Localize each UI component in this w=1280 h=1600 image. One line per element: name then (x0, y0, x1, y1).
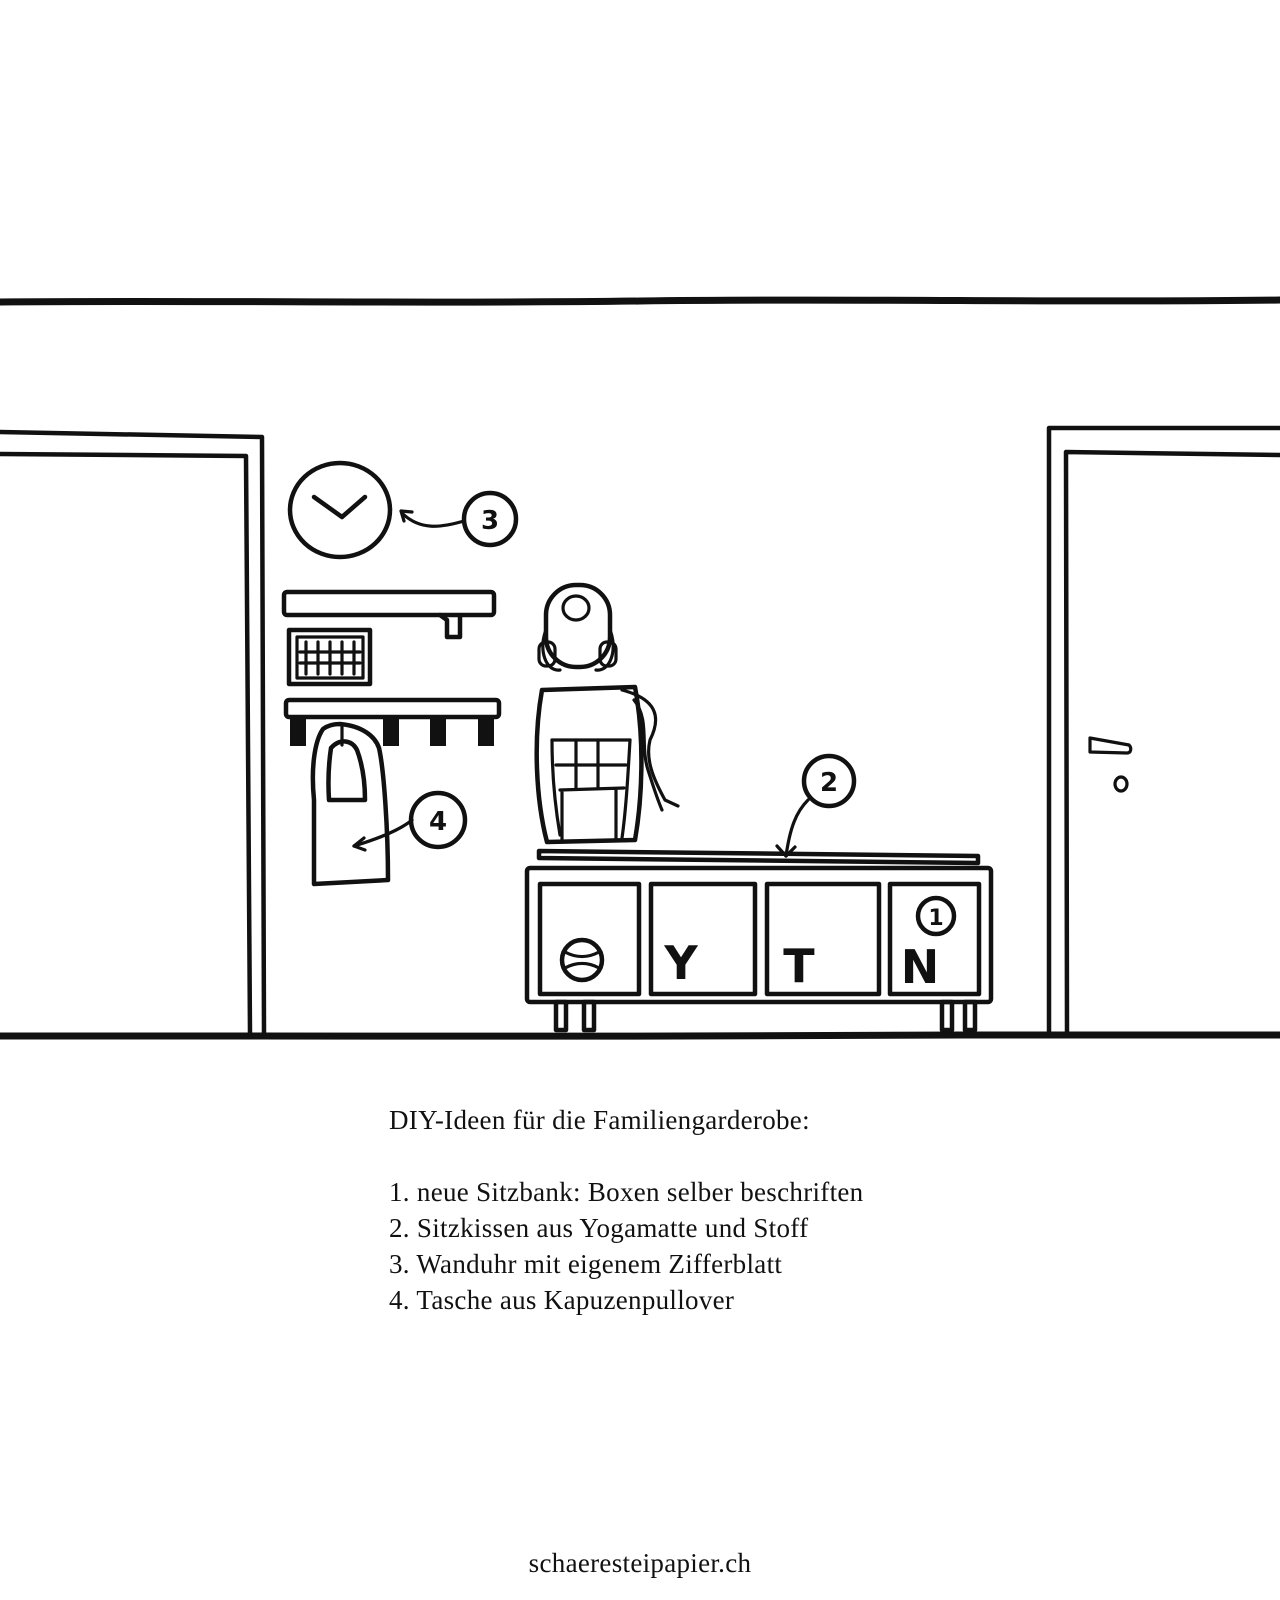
hook-rail (283, 697, 502, 746)
ball-icon (559, 937, 605, 983)
backpack (534, 582, 680, 845)
floor-line (0, 1031, 1280, 1040)
headphones-icon (537, 628, 618, 672)
bench-cushion (536, 848, 981, 866)
upper-shelf (281, 589, 497, 640)
idea-item-3: 3. Wanduhr mit eigenem Zifferblatt (389, 1249, 783, 1279)
box-letter-y: Y (663, 936, 698, 990)
idea-item-2: 2. Sitzkissen aus Yogamatte und Stoff (389, 1213, 809, 1243)
caption-title: DIY-Ideen für die Familiengarderobe: (389, 1105, 810, 1135)
callout-2: 2 (775, 753, 857, 858)
callout-3: 3 (399, 490, 519, 548)
callout-1-label: 1 (928, 906, 943, 931)
footer-site-link[interactable]: schaeresteipapier.ch (528, 1548, 752, 1578)
callout-2-label: 2 (820, 768, 838, 798)
idea-item-4: 4. Tasche aus Kapuzenpullover (389, 1285, 735, 1315)
calendar-board (286, 627, 373, 687)
idea-list: 1. neue Sitzbank: Boxen selber beschrift… (389, 1174, 1149, 1318)
callout-1: 1 (915, 895, 957, 937)
callout-3-label: 3 (481, 506, 499, 536)
caption: DIY-Ideen für die Familiengarderobe: 1. … (389, 1102, 1149, 1318)
wall-clock-icon (287, 460, 393, 560)
callout-4: 4 (352, 790, 468, 852)
box-letter-t: T (783, 939, 815, 993)
door-handle-icon (1088, 736, 1133, 793)
bench (524, 865, 994, 1033)
right-door (1046, 425, 1280, 1037)
hoodie-bag (310, 721, 391, 887)
box-letter-n: N (901, 940, 940, 994)
idea-item-1: 1. neue Sitzbank: Boxen selber beschrift… (389, 1177, 864, 1207)
callout-4-label: 4 (429, 807, 447, 837)
ceiling-line (0, 296, 1280, 306)
left-door-frame (0, 429, 267, 1037)
